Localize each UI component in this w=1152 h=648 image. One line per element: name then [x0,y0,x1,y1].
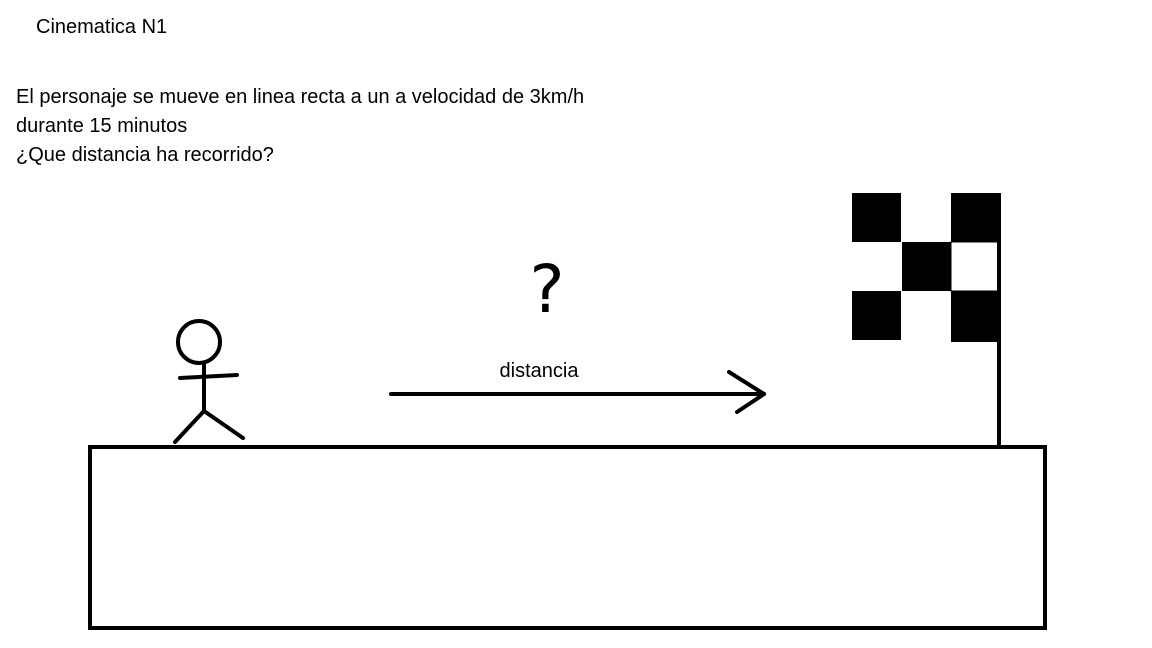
unknown-distance-mark: ? [529,251,564,328]
flag-outline [950,241,1000,292]
arrow-right-icon [389,370,766,414]
ground-platform [88,445,1047,630]
stick-figure-icon [173,319,245,444]
flag-square [852,193,901,242]
page-title: Cinematica N1 [36,16,168,38]
flag-square [852,291,901,340]
flag-square [951,193,1000,242]
problem-line-1: El personaje se mueve en linea recta a u… [16,86,585,108]
problem-question: ¿Que distancia ha recorrido? [16,144,274,166]
problem-statement: El personaje se mueve en linea recta a u… [16,83,584,170]
checkered-flag-icon [852,193,1001,446]
distance-label: distancia [500,360,580,382]
flag-square [902,242,951,291]
problem-line-2: durante 15 minutos [16,115,188,137]
flag-square [951,291,1000,342]
